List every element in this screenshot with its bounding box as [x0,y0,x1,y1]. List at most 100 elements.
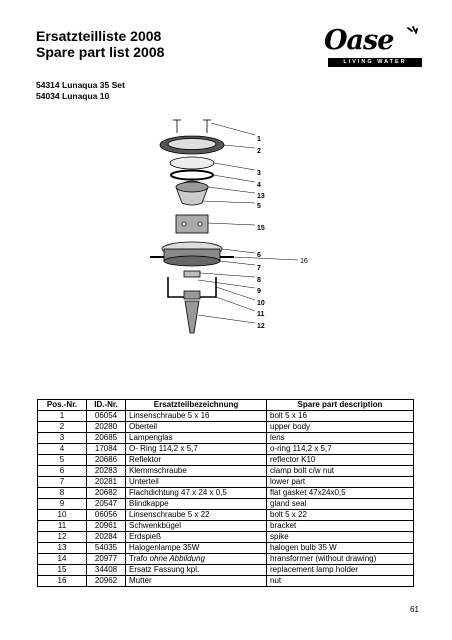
cell-german-text: Reflektor [129,455,162,464]
cell-english: replacement lamp holder [266,564,414,576]
cell-german: Trafo ohne Abbildung [125,553,267,565]
header-pos: Pos.-Nr. [37,399,87,411]
cell-pos: 13 [37,542,87,554]
page-number: 61 [410,605,419,614]
cell-german: O- Ring 114,2 x 5,7 [125,443,267,455]
cell-id: 20962 [86,575,126,587]
cell-english: hransformer (without drawing) [266,553,414,565]
cell-pos: 12 [37,531,87,543]
cell-english: gland seal [266,498,414,510]
cell-german: Blindkappe [125,498,267,510]
callout-label: 5 [257,203,261,210]
cell-english: bolt 5 x 22 [266,509,414,521]
cell-german-text: Trafo [129,554,150,563]
cell-id: 06054 [86,410,126,422]
product-line-2: 54034 Lunaqua 10 [36,91,110,101]
cell-id: 17084 [86,443,126,455]
cell-german-text: Mutter [129,576,152,585]
cell-english: spike [266,531,414,543]
cell-pos: 16 [37,575,87,587]
cell-id: 20685 [86,432,126,444]
cell-id: 20977 [86,553,126,565]
cell-english: flat gasket 47x24x0,5 [266,487,414,499]
cell-german-text: Oberteil [129,422,158,431]
lens-drawing [169,156,215,170]
cell-english: bolt 5 x 16 [266,410,414,422]
cell-german-text: Ersatz Fassung kpl. [129,565,200,574]
page-title: Ersatzteilliste 2008 Spare part list 200… [36,28,164,60]
cell-pos: 14 [37,553,87,565]
cell-pos: 11 [37,520,87,532]
callout-labels: 1 2 3 4 13 5 15 6 7 16 8 9 10 11 12 [257,136,308,330]
product-line-1: 54314 Lunaqua 35 Set [36,80,125,90]
cell-english: nut [266,575,414,587]
cell-id: 06056 [86,509,126,521]
cell-english: o-ring 114,2 x 5,7 [266,443,414,455]
cell-german: Linsenschraube 5 x 22 [125,509,267,521]
logo-spark-icon [407,26,418,34]
lamp-drawing [150,119,234,334]
cell-pos: 15 [37,564,87,576]
cell-german-text: Klemmschraube [129,466,187,475]
cell-german: Reflektor [125,454,267,466]
callout-label: 12 [257,323,265,330]
callout-label: 16 [300,258,308,265]
cell-english: lens [266,432,414,444]
exploded-view-diagram: 1 2 3 4 13 5 15 6 7 16 8 9 10 11 12 [150,119,308,334]
cell-id: 20682 [86,487,126,499]
cell-german: Flachdichtung 47 x 24 x 0,5 [125,487,267,499]
cell-german-text: Erdspieß [129,532,162,541]
header-id: ID.-Nr. [86,399,126,411]
cell-german: Halogenlampe 35W [125,542,267,554]
cell-german: Oberteil [125,421,267,433]
title-german: Ersatzteilliste 2008 [36,28,162,44]
title-english: Spare part list 2008 [36,44,165,60]
cell-id: 20686 [86,454,126,466]
cell-id: 34408 [86,564,126,576]
cell-german-text: Unterteil [129,477,159,486]
cell-german-text: Lampenglas [129,433,173,442]
cell-id: 20284 [86,531,126,543]
cell-german: Klemmschraube [125,465,267,477]
logo-tagline: LIVING WATER [328,58,422,67]
o-ring-drawing [170,169,214,181]
cell-english: halogen bulb 35 W [266,542,414,554]
cell-german-text: Linsenschraube 5 x 22 [129,510,210,519]
cell-pos: 1 [37,410,87,422]
cell-german: Mutter [125,575,267,587]
cell-id: 20961 [86,520,126,532]
callout-label: 4 [257,182,261,189]
cell-english: upper body [266,421,414,433]
callout-label: 9 [257,288,261,295]
callout-label: 10 [257,300,265,307]
spike-drawing [184,300,200,334]
cell-english: lower part [266,476,414,488]
callout-label: 13 [257,193,265,200]
cell-german-text: Halogenlampe 35W [129,543,200,552]
logo-wordmark: Oase [324,25,394,56]
callout-leaders [197,122,299,324]
callout-label: 8 [257,277,261,284]
cell-pos: 5 [37,454,87,466]
brand-logo: Oase LIVING WATER [324,26,424,72]
cell-pos: 3 [37,432,87,444]
cell-english: clamp bolt c/w nut [266,465,414,477]
cell-german-text: Linsenschraube 5 x 16 [129,411,210,420]
callout-label: 3 [257,170,261,177]
cell-german-text: Blindkappe [129,499,169,508]
cell-pos: 7 [37,476,87,488]
cell-pos: 6 [37,465,87,477]
header-german: Ersatzteilbezeichnung [125,399,267,411]
callout-label: 15 [257,225,265,232]
